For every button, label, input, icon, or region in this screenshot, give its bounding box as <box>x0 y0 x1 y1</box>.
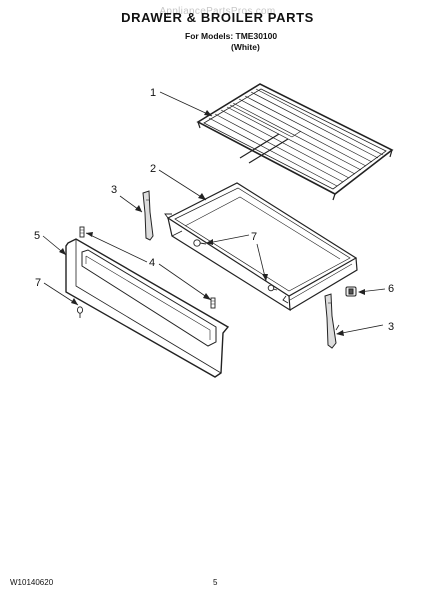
screw-pan <box>193 239 207 247</box>
callout-drawer-front: 5 <box>34 230 40 242</box>
page-title: DRAWER & BROILER PARTS <box>121 10 314 25</box>
clip-upper <box>79 226 85 238</box>
leader-lines <box>42 91 386 335</box>
bumper <box>345 286 357 297</box>
screw-pan-right <box>267 284 278 292</box>
watermark: AppliancePartsPros.com <box>159 6 276 17</box>
pan-support-left <box>142 190 154 241</box>
leader-arrows <box>59 110 365 336</box>
drawer-front-panel <box>65 238 230 378</box>
broiler-drawer-pan <box>164 182 358 312</box>
document-number: W10140620 <box>10 578 54 587</box>
callout-bumper: 6 <box>388 283 394 295</box>
clip-lower <box>210 297 216 309</box>
oven-rack <box>196 83 394 201</box>
callout-screw-front: 7 <box>35 277 41 289</box>
callout-screw-pan: 7 <box>251 231 257 243</box>
pan-support-right <box>324 293 337 349</box>
model-line: For Models: TME30100 <box>185 31 278 41</box>
callout-pan-support-right: 3 <box>388 321 394 333</box>
model-info: For Models: TME30100 (White) <box>185 31 305 53</box>
color-line: (White) <box>231 42 260 52</box>
callout-pan-support-left: 3 <box>111 184 117 196</box>
screw-front <box>76 306 84 318</box>
callout-rack: 1 <box>150 87 156 99</box>
callout-broiler-pan: 2 <box>150 163 156 175</box>
callout-clips: 4 <box>149 257 155 269</box>
page-number: 5 <box>213 578 218 587</box>
